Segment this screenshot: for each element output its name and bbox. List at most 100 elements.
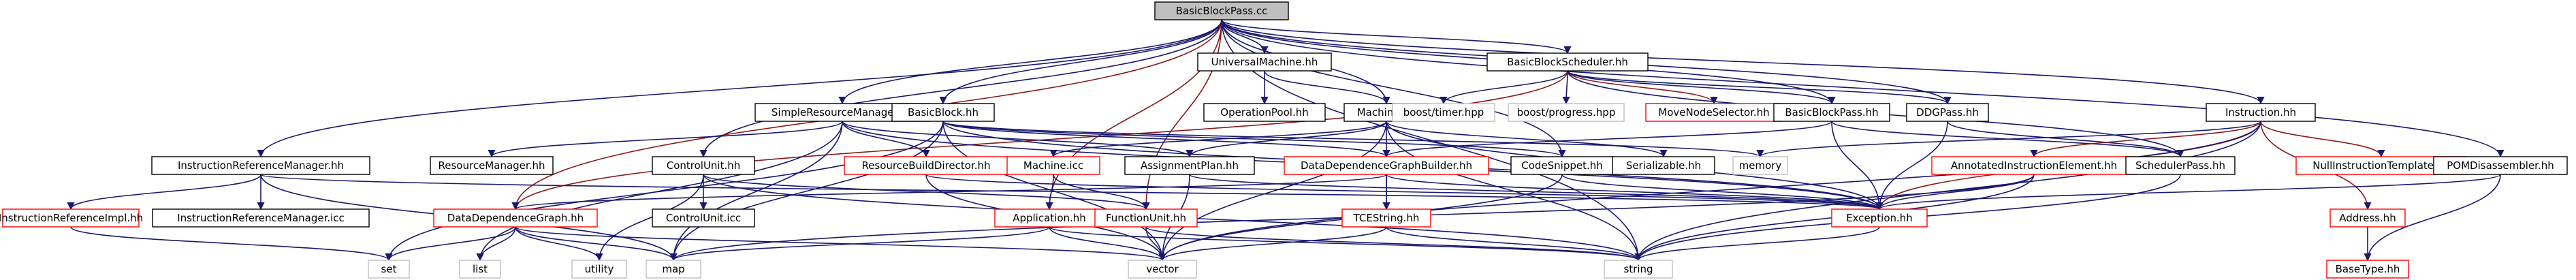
node-app[interactable]: Application.hh <box>994 208 1104 228</box>
node-label-sp: SchedulerPass.hh <box>2135 159 2225 172</box>
edge-root-to-cu <box>699 19 1222 158</box>
edge-ddg-to-set <box>385 226 516 262</box>
edge-mach-to-ap <box>1186 121 1387 158</box>
node-tce[interactable]: TCEString.hh <box>1341 208 1431 228</box>
node-label-cuicc: ControlUnit.icc <box>666 212 741 224</box>
edge-pomd-to-bt <box>2364 174 2501 262</box>
node-box-set <box>368 260 410 279</box>
edge-root-to-pomd <box>1221 19 2505 158</box>
edge-irm-to-iri <box>67 174 261 211</box>
edge-mach-to-ser <box>1386 121 1668 158</box>
node-utility: utility <box>571 260 627 279</box>
node-label-exc: Exception.hh <box>1846 212 1913 224</box>
node-label-list: list <box>473 263 488 275</box>
edge-tce-to-vector <box>1158 226 1387 262</box>
edge-instr-to-memory <box>1756 121 2261 158</box>
node-box-bbs <box>1486 52 1649 72</box>
node-cs[interactable]: CodeSnippet.hh <box>1510 156 1614 175</box>
node-box-exc <box>1831 208 1928 228</box>
node-box-ddgp <box>1906 103 1989 122</box>
edge-app-to-map <box>669 226 1050 262</box>
node-irm[interactable]: InstructionReferenceManager.hh <box>151 156 370 175</box>
edge-bb-to-map <box>669 121 944 262</box>
node-irmicc[interactable]: InstructionReferenceManager.icc <box>152 208 370 228</box>
node-label-srm: SimpleResourceManager.hh <box>772 106 913 119</box>
node-box-ap <box>1124 156 1255 175</box>
node-progress: boost/progress.hpp <box>1508 103 1625 122</box>
node-box-micc <box>1006 156 1100 175</box>
node-box-root <box>1154 1 1289 20</box>
node-ddgp[interactable]: DDGPass.hh <box>1906 103 1989 122</box>
edge-aie-to-exc <box>1875 174 2035 211</box>
node-instr[interactable]: Instruction.hh <box>2206 103 2316 122</box>
node-label-set: set <box>381 263 397 275</box>
node-cu[interactable]: ControlUnit.hh <box>652 156 755 175</box>
node-label-cu: ControlUnit.hh <box>667 159 741 172</box>
node-vector: vector <box>1128 260 1197 279</box>
node-mns[interactable]: MoveNodeSelector.hh <box>1645 103 1783 122</box>
edge-ddg-to-vector <box>515 226 1166 262</box>
node-rm[interactable]: ResourceManager.hh <box>430 156 554 175</box>
node-box-instr <box>2206 103 2316 122</box>
node-box-irmicc <box>152 208 370 228</box>
edge-tce-to-string <box>1386 226 1642 262</box>
node-root[interactable]: BasicBlockPass.cc <box>1154 1 1289 20</box>
node-label-rm: ResourceManager.hh <box>439 159 545 172</box>
node-um[interactable]: UniversalMachine.hh <box>1197 52 1332 72</box>
node-ddgb[interactable]: DataDependenceGraphBuilder.hh <box>1284 156 1489 175</box>
node-box-utility <box>571 260 627 279</box>
node-addr[interactable]: Address.hh <box>2329 208 2406 228</box>
node-box-pomd <box>2433 156 2568 175</box>
node-label-rbd: ResourceBuildDirector.hh <box>861 159 990 172</box>
node-cuicc[interactable]: ControlUnit.icc <box>652 208 755 228</box>
edge-ddg-to-map <box>515 226 678 262</box>
edge-ddgb-to-exc <box>1386 174 1883 211</box>
node-label-utility: utility <box>585 263 614 275</box>
edge-instr-to-nit <box>2260 121 2385 158</box>
node-micc[interactable]: Machine.icc <box>1006 156 1100 175</box>
edge-srm-to-rm <box>488 121 843 158</box>
edge-ddg-to-utility <box>515 226 603 262</box>
node-label-ddgb: DataDependenceGraphBuilder.hh <box>1301 159 1472 172</box>
node-sp[interactable]: SchedulerPass.hh <box>2125 156 2236 175</box>
node-label-root: BasicBlockPass.cc <box>1176 5 1268 17</box>
node-bbs[interactable]: BasicBlockScheduler.hh <box>1486 52 1649 72</box>
edge-bb-to-ddgb <box>942 121 1390 158</box>
node-map: map <box>646 260 701 279</box>
node-label-tce: TCEString.hh <box>1353 212 1420 224</box>
node-label-bbp: BasicBlockPass.hh <box>1785 106 1878 119</box>
node-ap[interactable]: AssignmentPlan.hh <box>1124 156 1255 175</box>
node-bt[interactable]: BaseType.hh <box>2326 260 2409 279</box>
node-label-app: Application.hh <box>1013 212 1086 224</box>
edge-bb-to-vector <box>942 121 1166 262</box>
edge-root-to-instr <box>1221 19 2265 105</box>
node-fu[interactable]: FunctionUnit.hh <box>1094 208 1198 228</box>
node-list: list <box>459 260 501 279</box>
node-iri[interactable]: InstructionReferenceImpl.hh <box>0 208 143 228</box>
node-ddg[interactable]: DataDependenceGraph.hh <box>433 208 598 228</box>
node-aie[interactable]: AnnotatedInstructionElement.hh <box>1931 156 2137 175</box>
edge-iri-to-set <box>70 226 393 262</box>
node-pomd[interactable]: POMDisassembler.hh <box>2433 156 2568 175</box>
edge-mach-to-vector <box>1158 121 1387 262</box>
node-label-irm: InstructionReferenceManager.hh <box>178 159 344 172</box>
node-box-timer <box>1392 103 1495 122</box>
edge-root-to-bb <box>939 19 1222 105</box>
node-label-cs: CodeSnippet.hh <box>1521 159 1603 172</box>
node-bbp[interactable]: BasicBlockPass.hh <box>1773 103 1890 122</box>
node-bb[interactable]: BasicBlock.hh <box>891 103 995 122</box>
node-label-um: UniversalMachine.hh <box>1211 56 1318 68</box>
node-label-aie: AnnotatedInstructionElement.hh <box>1951 159 2117 172</box>
edge-um-to-mach <box>1264 70 1390 105</box>
node-ser[interactable]: Serializable.hh <box>1612 156 1715 175</box>
node-rbd[interactable]: ResourceBuildDirector.hh <box>844 156 1008 175</box>
edge-mach-to-micc <box>1049 121 1387 158</box>
edge-app-to-vector <box>1049 226 1166 262</box>
node-label-memory: memory <box>1739 159 1782 172</box>
node-box-bt <box>2326 260 2409 279</box>
node-op[interactable]: OperationPool.hh <box>1203 103 1326 122</box>
node-box-tce <box>1341 208 1431 228</box>
node-label-ddgp: DDGPass.hh <box>1916 106 1979 119</box>
node-exc[interactable]: Exception.hh <box>1831 208 1928 228</box>
